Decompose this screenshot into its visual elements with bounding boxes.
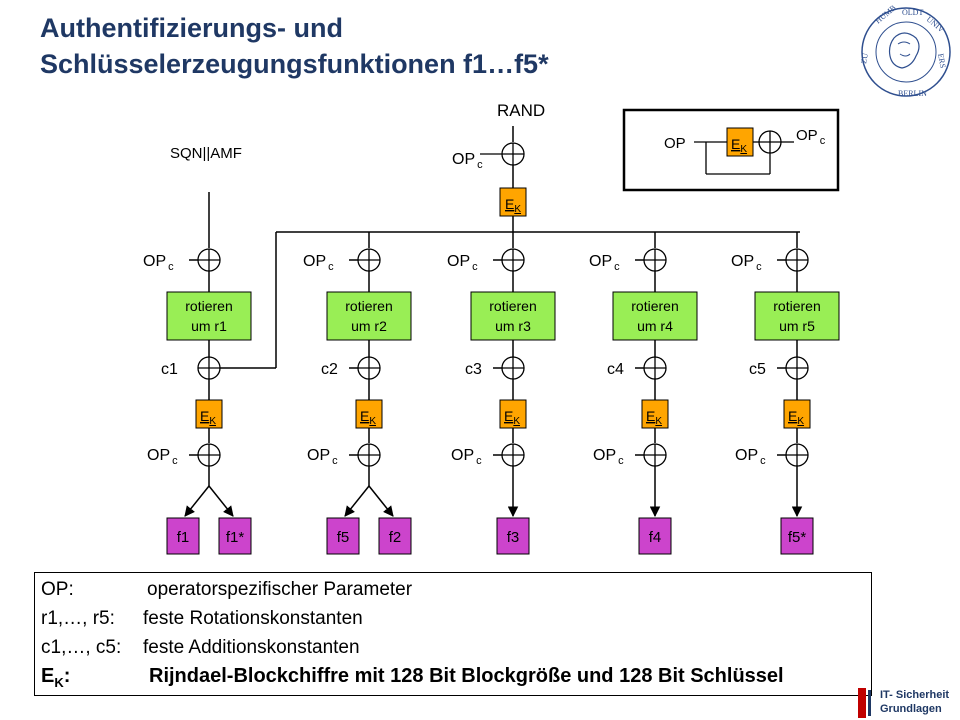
xor-pre-rotate-4 (643, 248, 667, 272)
svg-text:EK: EK (505, 196, 521, 215)
legend-row-r: r1,…, r5: feste Rotationskonstanten (41, 608, 363, 629)
xor-post-ek-4 (643, 443, 667, 467)
svg-text:OPc: OPc (796, 127, 826, 147)
rotate-label-2-a: rotieren (345, 298, 392, 314)
output-f5-label: f5 (337, 529, 350, 546)
xor-pre-rotate-2 (357, 248, 381, 272)
output-f1-star (218, 517, 252, 555)
output-f4 (638, 517, 672, 555)
output-f5 (326, 517, 360, 555)
xor-constant-2 (357, 356, 381, 380)
output-f2 (378, 517, 412, 555)
xor-constant-1 (197, 356, 221, 380)
svg-text:EK: EK (731, 136, 747, 155)
ek-box-2-label: EK (360, 408, 376, 427)
slide-title-line1: Authentifizierungs- und (40, 13, 343, 43)
rand-label: RAND (497, 101, 545, 120)
slide-title: Authentifizierungs- und Schlüsselerzeugu… (40, 10, 549, 82)
legend-row-op: OP: operatorspezifischer Parameter (41, 579, 413, 600)
rotate-label-3-b: um r3 (495, 318, 531, 334)
rotate-box-3 (470, 291, 556, 341)
constant-label-4: c4 (607, 361, 624, 378)
rotate-label-2-b: um r2 (351, 318, 387, 334)
output-f3 (496, 517, 530, 555)
inset-op-in: OP (664, 135, 686, 152)
output-f1 (166, 517, 200, 555)
ek-box-5 (783, 399, 811, 429)
xor-pre-rotate-5 (785, 248, 809, 272)
footer-badge: IT- Sicherheit Grundlagen (856, 688, 956, 718)
output-f1-label: f1 (177, 529, 190, 546)
xor-post-ek-2 (357, 443, 381, 467)
rotate-label-1-a: rotieren (185, 298, 232, 314)
output-f1-star-label: f1* (226, 529, 245, 546)
svg-text:OLDT: OLDT (902, 8, 923, 17)
constant-label-1: c1 (161, 361, 178, 378)
xor-rand (501, 142, 525, 166)
output-f5-star-label: f5* (788, 529, 807, 546)
xor-post-ek-5 (785, 443, 809, 467)
constant-label-2: c2 (321, 361, 338, 378)
svg-text:BERLIN: BERLIN (898, 89, 927, 98)
xor-constant-3 (501, 356, 525, 380)
ek-box-5-label: EK (788, 408, 804, 427)
ek-box-4 (641, 399, 669, 429)
xor-post-ek-1 (197, 443, 221, 467)
svg-text:ERS: ERS (936, 53, 947, 69)
inset-ek-box (726, 127, 754, 157)
legend-box: OP: operatorspezifischer Parameter r1,…,… (34, 572, 872, 696)
legend-row-c: c1,…, c5: feste Additionskonstanten (41, 637, 360, 658)
xor-constant-5 (785, 356, 809, 380)
sqn-label: SQN||AMF (170, 145, 242, 162)
rotate-box-5 (754, 291, 840, 341)
xor-constant-4 (643, 356, 667, 380)
rotate-label-5-b: um r5 (779, 318, 815, 334)
rotate-label-5-a: rotieren (773, 298, 820, 314)
badge-red-bar (858, 688, 866, 718)
ek-box-3-label: EK (504, 408, 520, 427)
slide-title-line2: Schlüsselerzeugungsfunktionen f1…f5* (40, 49, 549, 79)
rotate-label-4-a: rotieren (631, 298, 678, 314)
ek-box-1-label: EK (200, 408, 216, 427)
rotate-label-4-b: um r4 (637, 318, 673, 334)
xor-pre-rotate-1 (197, 248, 221, 272)
legend-row-ek: EK: Rijndael-Blockchiffre mit 128 Bit Bl… (41, 665, 784, 690)
rotate-box-4 (612, 291, 698, 341)
ek-box-4-label: EK (646, 408, 662, 427)
ek-rand-box (499, 187, 527, 217)
rotate-box-1 (166, 291, 252, 341)
output-f5-star (780, 517, 814, 555)
rotate-label-3-a: rotieren (489, 298, 536, 314)
xor-pre-rotate-3 (501, 248, 525, 272)
badge-line1: IT- Sicherheit (880, 689, 950, 701)
constant-label-3: c3 (465, 361, 482, 378)
xor-post-ek-3 (501, 443, 525, 467)
output-f4-label: f4 (649, 529, 662, 546)
rotate-label-1-b: um r1 (191, 318, 227, 334)
output-f2-label: f2 (389, 529, 402, 546)
badge-blue-bar (868, 690, 871, 716)
svg-text:ZU: ZU (859, 52, 870, 64)
constant-label-5: c5 (749, 361, 766, 378)
output-f3-label: f3 (507, 529, 520, 546)
rotate-box-2 (326, 291, 412, 341)
badge-line2: Grundlagen (880, 703, 942, 715)
university-seal-logo: HUMB OLDT UNIV ERS BERLIN ZU (859, 4, 951, 98)
